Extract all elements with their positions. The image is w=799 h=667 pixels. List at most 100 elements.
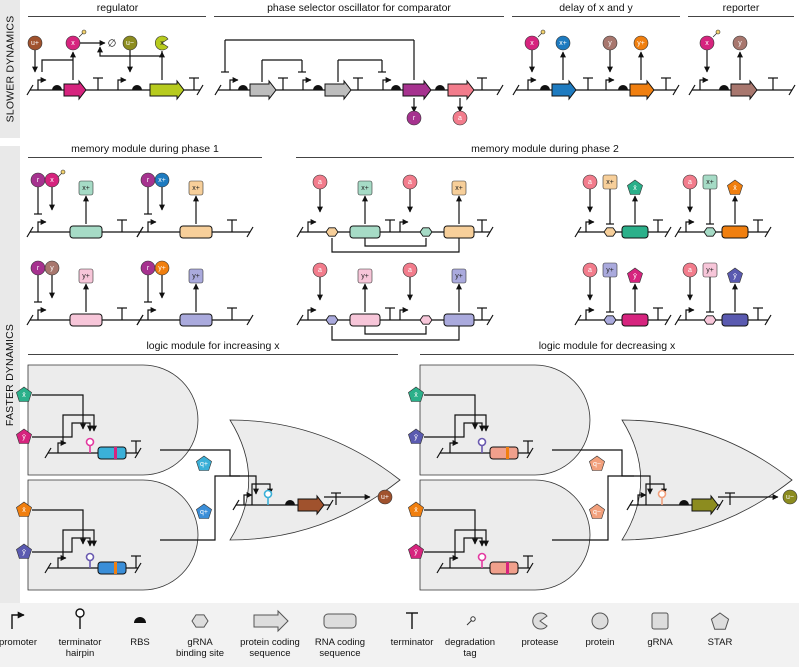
wire (486, 226, 494, 238)
degradation-tag (57, 172, 63, 178)
rna-coding-sequence (621, 225, 649, 239)
wire (674, 314, 682, 326)
species-label: x (50, 177, 54, 184)
species-label: y+ (637, 40, 645, 47)
species-label: y (50, 265, 54, 272)
wire (454, 529, 489, 558)
promoter-icon (449, 440, 459, 453)
species-node: ȳ (16, 543, 32, 559)
logic-dec-rule (420, 354, 794, 355)
species-label: x+ (706, 179, 714, 186)
rbs-icon (435, 85, 445, 90)
grna-binding-site (419, 315, 433, 325)
species-label: x+ (82, 185, 90, 192)
species-node: x+ (702, 174, 718, 190)
grna-node (78, 180, 94, 196)
species-node: x̄ (408, 386, 424, 402)
grna-binding-site (603, 227, 617, 237)
protein-node (44, 172, 60, 188)
wire (788, 84, 796, 96)
grna-node (451, 180, 467, 196)
promoter-icon (685, 307, 695, 320)
wire (454, 414, 489, 443)
regulator-rule (28, 16, 206, 17)
protein-node (682, 262, 698, 278)
promoter-icon (37, 219, 47, 232)
species-node: r (30, 172, 46, 188)
grna-node (702, 262, 718, 278)
grna-node (78, 268, 94, 284)
species-node: r (406, 110, 422, 126)
promoter-icon (585, 219, 595, 232)
species-label: y+ (82, 273, 90, 280)
hairpin-icon (75, 608, 85, 629)
wire (364, 326, 427, 335)
grna-binding-site (419, 227, 433, 237)
species-node: y+ (451, 268, 467, 284)
wire (44, 447, 52, 459)
degradation-tag (78, 32, 84, 38)
grna-node (357, 268, 373, 284)
grna-node (188, 268, 204, 284)
wire (424, 537, 485, 553)
promoter-icon (243, 492, 253, 505)
species-label: r (413, 115, 416, 122)
wire (26, 314, 34, 326)
terminator-icon (406, 612, 418, 629)
wire (136, 226, 144, 238)
rna-stripe (114, 447, 117, 459)
terminator-hairpin (657, 489, 667, 499)
species-label: q+ (200, 509, 208, 516)
reporter-title: reporter (722, 2, 760, 14)
species-node: a (312, 174, 328, 190)
memory1-title: memory module during phase 1 (71, 143, 219, 155)
species-node: ȳ (727, 267, 743, 283)
wire (26, 226, 34, 238)
rna-coding-sequence (179, 313, 213, 327)
square-icon (651, 612, 669, 630)
promoter-icon (117, 77, 127, 90)
legend-label-2: RBS (130, 637, 150, 648)
reporter-rule (688, 16, 794, 17)
degradation-tag (712, 32, 718, 38)
species-label: y+ (192, 273, 200, 280)
species-node: r (140, 172, 156, 188)
and-gate (27, 479, 199, 591)
promoter-icon (147, 219, 157, 232)
promoter-icon (399, 219, 409, 232)
wire (296, 226, 304, 238)
rna-stripe (506, 562, 509, 574)
promoter-icon (382, 77, 392, 90)
promoter-icon (302, 77, 312, 90)
protein-node (682, 174, 698, 190)
rna-coding-sequence (489, 561, 519, 575)
species-node: u− (122, 35, 138, 51)
legend-label-8: protease (521, 637, 559, 648)
star-node (408, 386, 424, 402)
species-node: y+ (633, 35, 649, 51)
degradation-tag (537, 32, 543, 38)
species-node: x+ (451, 180, 467, 196)
wire (26, 84, 34, 96)
wire (62, 414, 97, 443)
species-label: ȳ (22, 434, 26, 441)
species-label: ȳ (22, 549, 26, 556)
or-gate (229, 419, 401, 541)
rna-coding-sequence (349, 313, 381, 327)
protein-node (154, 172, 170, 188)
star-node (727, 267, 743, 283)
promoter-icon (699, 77, 709, 90)
promoter-icon (57, 440, 67, 453)
wire (664, 226, 672, 238)
species-label: ȳ (414, 549, 418, 556)
protein-coding-sequence (324, 79, 352, 101)
protein-coding-sequence (249, 79, 277, 101)
rbs-icon (134, 617, 146, 623)
promoter-icon (37, 77, 47, 90)
species-node: y (732, 35, 748, 51)
species-label: x̄ (22, 507, 26, 514)
